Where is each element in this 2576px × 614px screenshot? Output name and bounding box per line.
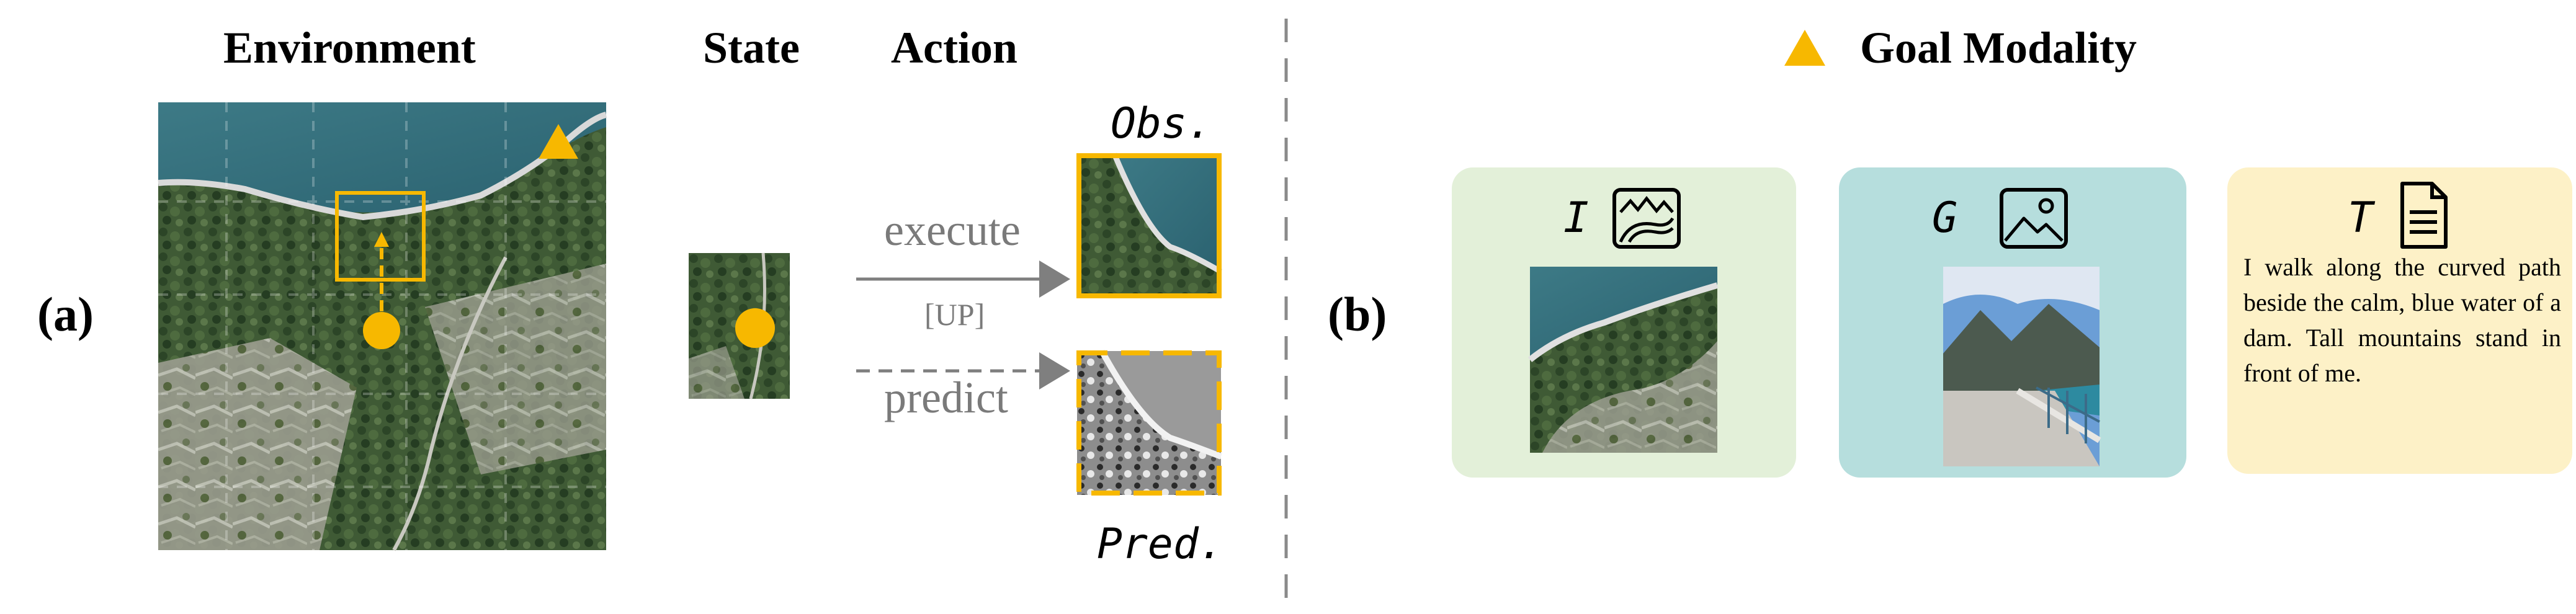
- current-view-box: [335, 191, 426, 282]
- environment-map: [158, 102, 607, 551]
- goal-ground-photo: [1943, 267, 2101, 466]
- goal-card-text: [2227, 167, 2572, 474]
- action-title: Action: [891, 23, 1017, 73]
- goal-symbol-i: I: [1563, 194, 1589, 242]
- environment-title: Environment: [223, 23, 476, 73]
- goal-symbol-t: T: [2348, 194, 2373, 242]
- goal-triangle-icon: [1784, 30, 1825, 66]
- state-agent-dot: [735, 308, 775, 348]
- goal-modality-title: Goal Modality: [1860, 23, 2137, 73]
- goal-text-description: I walk along the curved path beside the …: [2243, 253, 2561, 387]
- image-icon: [2000, 188, 2068, 249]
- execute-label: execute: [884, 205, 1021, 255]
- agent-position-dot: [363, 312, 400, 349]
- goal-aerial-image: [1527, 267, 1719, 453]
- prediction-image: [1076, 349, 1222, 496]
- panel-b-label: (b): [1328, 287, 1387, 341]
- observation-image: [1076, 153, 1223, 298]
- state-title: State: [703, 23, 800, 73]
- pred-label: Pred.: [1097, 520, 1224, 569]
- goal-symbol-g: G: [1932, 194, 1957, 242]
- execute-arrow: [856, 260, 1070, 298]
- goal-triangle-icon: [539, 124, 578, 159]
- predict-arrow: [856, 352, 1070, 389]
- document-icon: [2400, 182, 2448, 249]
- aerial-map-icon: [1612, 188, 1681, 249]
- obs-label: Obs.: [1111, 99, 1212, 148]
- up-arrow-icon: [374, 232, 389, 329]
- predict-label: predict: [884, 373, 1008, 422]
- panel-divider: [1284, 19, 1288, 614]
- panel-a-label: (a): [37, 287, 94, 341]
- action-token: [UP]: [924, 297, 985, 332]
